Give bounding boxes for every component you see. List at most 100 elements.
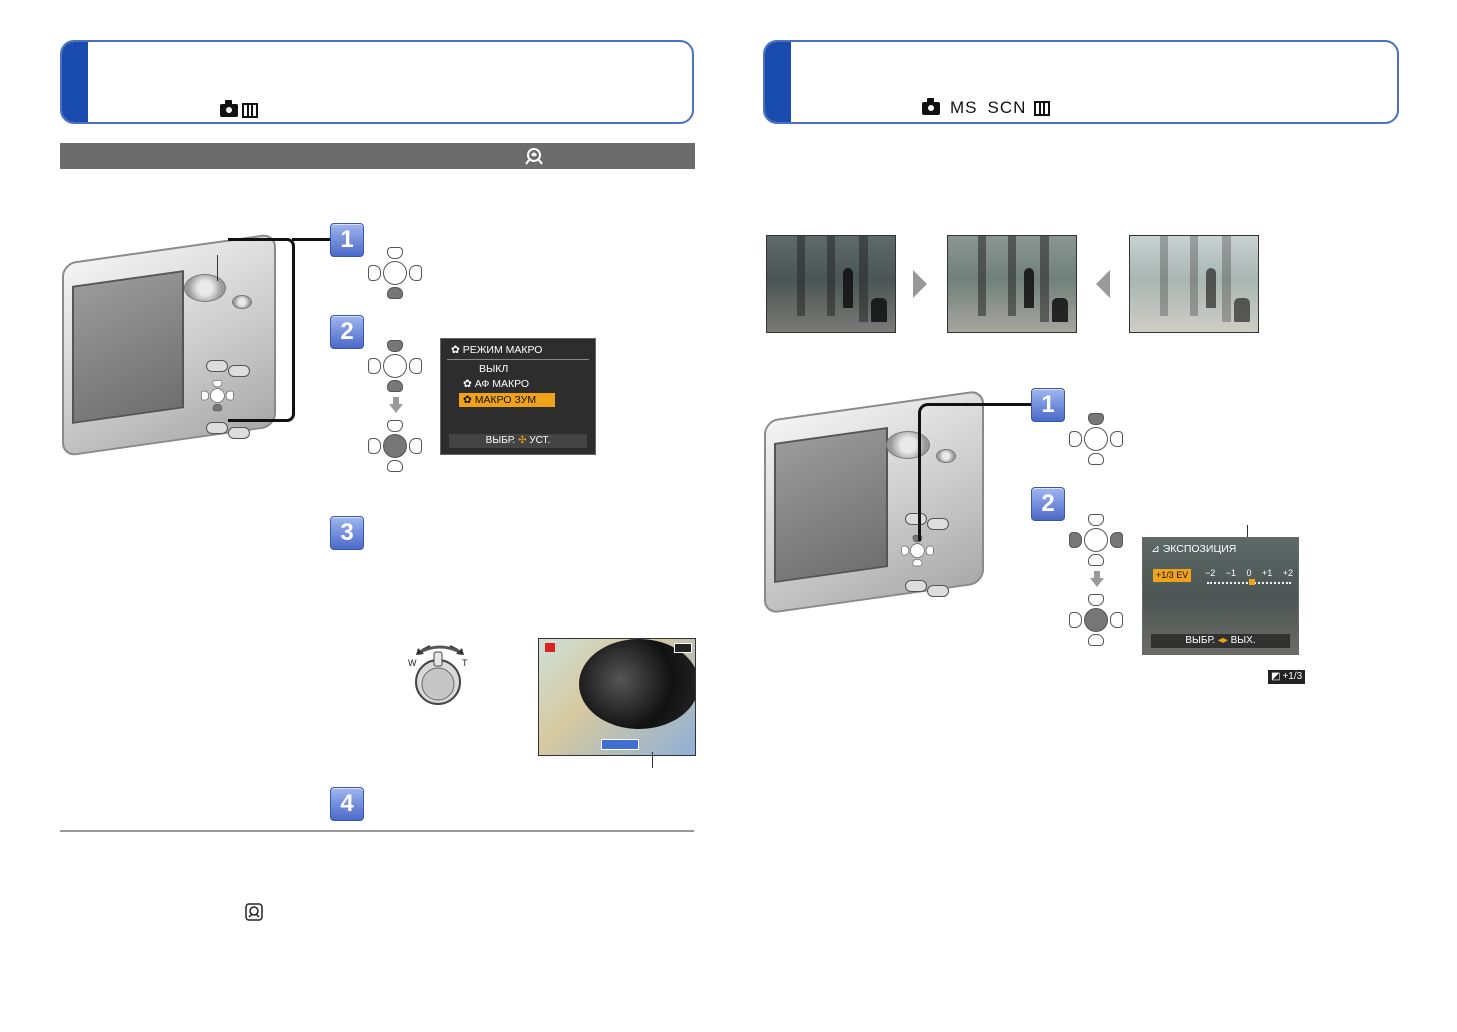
menu-title: ЭКСПОЗИЦИЯ	[1162, 543, 1237, 555]
cross-pad-up	[1067, 413, 1125, 465]
step-4: 4	[330, 787, 364, 821]
left-mode-icons	[220, 100, 258, 118]
right-header-box: MS SCN	[763, 40, 1399, 124]
shutter-button	[936, 449, 956, 463]
ev-tick: 0	[1246, 568, 1252, 578]
connector-line-end	[292, 238, 330, 241]
zoom-dial	[886, 431, 930, 459]
exposure-indicator: ◩ +1/3	[1268, 670, 1306, 684]
joystick-icon: ◂▸	[1217, 635, 1231, 646]
macro-zoom-small-icon	[245, 903, 263, 921]
zoom-bar-pointer	[652, 752, 653, 768]
section-divider	[60, 830, 694, 832]
macro-menu-title: ✿ РЕЖИМ МАКРО	[451, 344, 542, 356]
footer-set-label: УСТ.	[529, 435, 551, 446]
menu-option-label: МАКРО ЗУМ	[474, 394, 537, 406]
ev-marker	[1249, 579, 1255, 585]
cross-pad-left-right	[1067, 514, 1125, 566]
zoom-bar	[601, 739, 639, 750]
menu-option-af-macro[interactable]: ✿ АФ МАКРО	[463, 378, 529, 390]
motion-picture-icon	[1034, 100, 1051, 116]
af-macro-icon: ✿	[463, 378, 475, 390]
menu-option-off[interactable]: ВЫКЛ	[479, 363, 509, 375]
step-2: 2	[330, 315, 364, 349]
camera-cross-pad	[200, 380, 235, 412]
menu-footer: ВЫБР. ◂▸ ВЫХ.	[1151, 634, 1290, 648]
menu-footer: ВЫБР. ✣ УСТ.	[449, 434, 587, 448]
left-header-box	[60, 40, 694, 124]
record-icon	[545, 643, 555, 652]
motion-picture-icon	[242, 103, 258, 118]
down-arrow	[389, 397, 403, 413]
menu-divider	[447, 359, 589, 360]
camera-button	[927, 585, 949, 597]
menu-option-label: АФ МАКРО	[474, 378, 530, 390]
menu-option-macro-zoom[interactable]: ✿ МАКРО ЗУМ	[459, 393, 555, 407]
dial-pointer-line	[217, 255, 218, 281]
camera-button	[927, 518, 949, 530]
step-1: 1	[330, 223, 364, 257]
camera-button	[905, 580, 927, 592]
right-arrow	[913, 270, 927, 298]
scn-mode-label: SCN	[987, 98, 1027, 117]
camera-button	[905, 513, 927, 525]
ev-tick: −1	[1225, 568, 1236, 578]
menu-title: РЕЖИМ МАКРО	[462, 344, 543, 356]
cross-pad-center	[366, 420, 424, 472]
tele-label: T	[462, 658, 468, 668]
ev-scale: −2 −1 0 +1 +2	[1205, 568, 1293, 578]
footer-select-label: ВЫБР.	[1185, 635, 1216, 646]
ev-value-box: +1/3 EV	[1153, 569, 1192, 582]
ev-tick: −2	[1205, 568, 1216, 578]
connector-line	[918, 403, 1031, 541]
wide-label: W	[408, 658, 417, 668]
correct-exposure-photo	[947, 235, 1077, 333]
camera-screen	[774, 426, 888, 584]
right-mode-icons: MS SCN	[922, 97, 1051, 118]
camera-illustration-left	[60, 230, 280, 460]
cross-pad-down	[366, 247, 424, 299]
shutter-button	[232, 295, 252, 309]
header-tab	[765, 42, 791, 122]
camera-button	[206, 422, 228, 434]
macro-zoom-icon: ✿	[463, 394, 475, 406]
zoom-lever-icon	[415, 645, 464, 705]
ms-mode-label: MS	[950, 98, 978, 117]
camera-icon	[220, 100, 238, 117]
exposure-icon: ⊿	[1151, 543, 1163, 555]
macro-zoom-icon	[525, 148, 543, 165]
battery-icon	[674, 643, 692, 653]
header-tab	[62, 42, 88, 122]
exposure-compensation-icon: ◩	[1271, 671, 1281, 682]
macro-menu-screen: ✿ РЕЖИМ МАКРО ВЫКЛ ✿ АФ МАКРО ✿ МАКРО ЗУ…	[440, 338, 596, 455]
exposure-menu-screen: ⊿ ЭКСПОЗИЦИЯ +1/3 EV −2 −1 0 +1 +2 ВЫБР.…	[1142, 537, 1299, 655]
camera-button	[228, 365, 250, 377]
cross-pad-up-down	[366, 340, 424, 392]
compass-shape	[579, 639, 695, 729]
ev-tick: +2	[1282, 568, 1293, 578]
camera-cross-pad	[900, 535, 935, 567]
macro-zoom-preview	[538, 638, 696, 756]
camera-button	[206, 360, 228, 372]
footer-select-label: ВЫБР.	[485, 435, 516, 446]
zoom-lever: W T	[400, 640, 480, 710]
exposure-indicator-value: +1/3	[1282, 671, 1303, 682]
cross-pad-center	[1067, 594, 1125, 646]
macro-icon: ✿	[451, 344, 463, 356]
camera-illustration-right	[762, 385, 992, 615]
ev-value-label: +1/3 EV	[1156, 570, 1189, 580]
joystick-icon: ✣	[518, 435, 530, 446]
exposure-menu-title: ⊿ ЭКСПОЗИЦИЯ	[1151, 543, 1236, 555]
connector-line	[228, 238, 295, 422]
step-1: 1	[1031, 388, 1065, 422]
camera-screen	[72, 270, 184, 424]
zoom-dial	[184, 274, 226, 302]
underexposed-photo	[766, 235, 896, 333]
overexposed-photo	[1129, 235, 1259, 333]
camera-button	[228, 427, 250, 439]
down-arrow	[1090, 571, 1104, 587]
ev-tick: +1	[1261, 568, 1273, 578]
footer-exit-label: ВЫХ.	[1230, 635, 1256, 646]
step-2: 2	[1031, 487, 1065, 521]
section-bar	[60, 143, 695, 169]
